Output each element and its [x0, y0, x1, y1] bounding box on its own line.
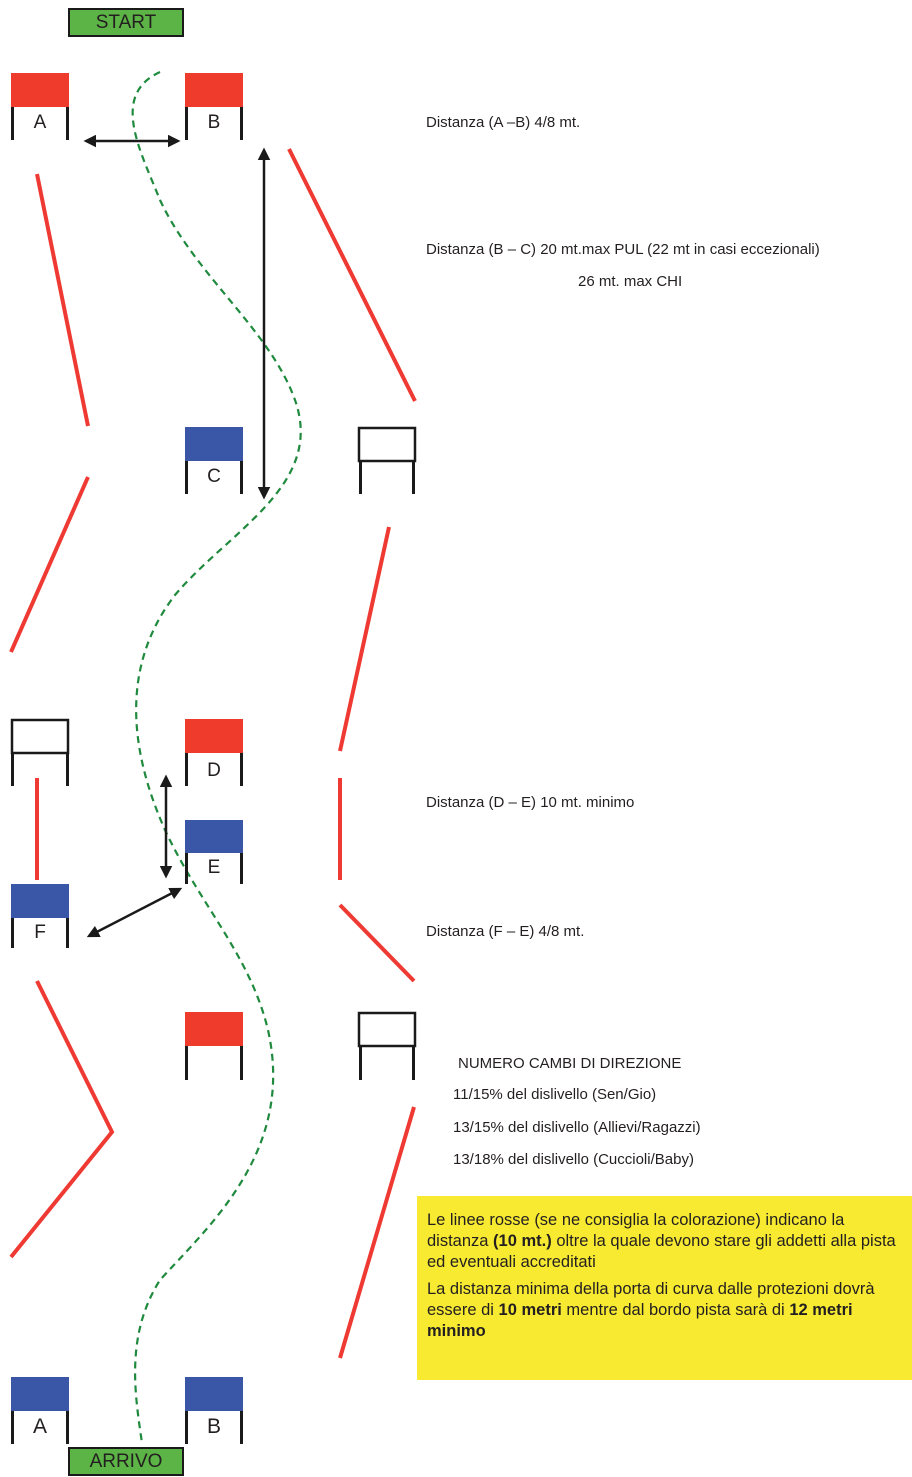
distance-ab-label: Distanza (A –B) 4/8 mt. — [426, 114, 581, 131]
gate-a-top — [11, 73, 69, 140]
gate-e — [185, 820, 243, 884]
gate-flag — [11, 1377, 69, 1411]
direction-changes-item: 13/18% del dislivello (Cuccioli/Baby) — [453, 1151, 694, 1168]
gate-poles — [11, 1411, 69, 1444]
safety-note: Le linee rosse (se ne consiglia la color… — [417, 1196, 912, 1380]
safety-note-paragraph-2: La distanza minima della porta di curva … — [427, 1279, 902, 1342]
note-text: Le linee rosse (se ne consiglia la color… — [427, 1211, 845, 1250]
gate-poles — [185, 1411, 243, 1444]
gate-poles — [11, 918, 69, 948]
gate-poles — [359, 1046, 415, 1080]
boundary-right-1 — [287, 148, 417, 402]
gate-poles — [359, 461, 415, 494]
distance-bc-sublabel: 26 mt. max CHI — [578, 273, 683, 290]
boundary-left-1 — [35, 173, 90, 427]
note-text: mentre dal bordo pista sarà di — [561, 1301, 790, 1319]
arrow-f-e — [86, 887, 183, 938]
safety-note-paragraph-1: Le linee rosse (se ne consiglia la color… — [427, 1210, 902, 1273]
gate-b-top — [185, 73, 243, 140]
gate-poles — [185, 461, 243, 494]
gate-flag — [357, 426, 417, 463]
boundary-right-4 — [338, 903, 416, 983]
gate-label-b-top: B — [207, 112, 221, 133]
gate-poles — [11, 107, 69, 140]
gate-flag — [357, 1011, 417, 1048]
note-bold: (10 mt.) — [493, 1232, 552, 1250]
direction-changes-item: 11/15% del dislivello (Sen/Gio) — [453, 1086, 657, 1103]
gate-label-d: D — [207, 760, 221, 781]
gate-label-f: F — [34, 922, 46, 943]
direction-changes-title: NUMERO CAMBI DI DIREZIONE — [458, 1055, 682, 1072]
gate-flag — [185, 73, 243, 107]
gate-poles — [11, 753, 69, 786]
gate-flag — [185, 1377, 243, 1411]
note-bold: 10 metri — [498, 1301, 562, 1319]
gate-poles — [185, 1046, 243, 1080]
outside-gate-lower — [357, 1011, 417, 1080]
gate-label-a-bottom: A — [32, 1415, 47, 1438]
gate-a-bottom — [11, 1377, 69, 1444]
boundary-lines — [9, 148, 417, 1359]
gate-label-b-bottom: B — [206, 1415, 221, 1438]
gate-flag — [185, 427, 243, 461]
gate-c — [185, 427, 243, 494]
gate-flag — [185, 1012, 243, 1046]
distance-de-label: Distanza (D – E) 10 mt. minimo — [426, 794, 635, 811]
outside-gate-c — [357, 426, 417, 494]
gate-poles — [185, 107, 243, 140]
gate-label-e: E — [207, 857, 221, 878]
gate-b-bottom — [185, 1377, 243, 1444]
note-text: oltre la quale devono stare gli addetti … — [427, 1232, 896, 1271]
note-bold: 12 metri minimo — [427, 1301, 853, 1340]
boundary-left-2 — [9, 476, 90, 653]
gate-flag — [11, 884, 69, 918]
gate-red-unlabeled — [185, 1012, 243, 1080]
outside-gate-d — [10, 718, 70, 786]
gate-label-c: C — [207, 466, 221, 487]
gate-flag — [185, 820, 243, 853]
distance-bc-label: Distanza (B – C) 20 mt.max PUL (22 mt in… — [426, 241, 820, 258]
finish-tag: ARRIVO — [68, 1447, 184, 1476]
racing-line — [131, 71, 302, 1444]
direction-changes-item: 13/15% del dislivello (Allievi/Ragazzi) — [453, 1119, 701, 1136]
gate-poles — [185, 853, 243, 884]
gate-flag — [11, 73, 69, 107]
boundary-right-5 — [338, 1106, 416, 1359]
note-text: La distanza minima della porta di curva … — [427, 1280, 875, 1319]
gate-flag — [10, 718, 70, 755]
gate-flag — [185, 719, 243, 753]
start-tag: START — [68, 8, 184, 37]
gate-f — [11, 884, 69, 948]
gate-poles — [185, 753, 243, 786]
boundary-left-4 — [9, 980, 115, 1259]
gate-d — [185, 719, 243, 786]
boundary-right-2 — [338, 526, 391, 752]
gate-label-a-top: A — [33, 112, 47, 133]
distance-fe-label: Distanza (F – E) 4/8 mt. — [426, 923, 585, 940]
